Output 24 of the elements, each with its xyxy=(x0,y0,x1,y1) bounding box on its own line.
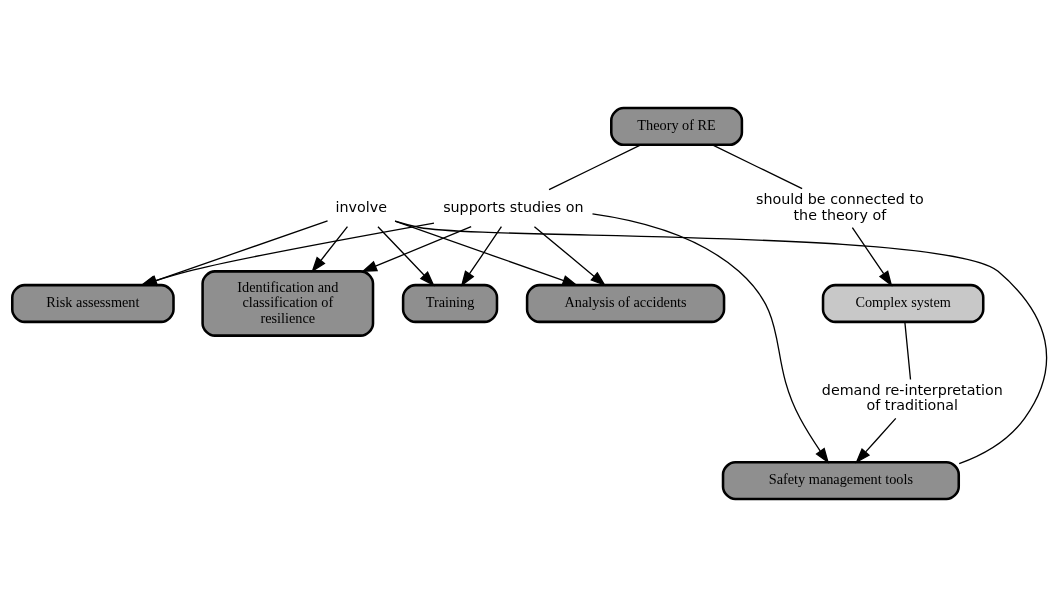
connector xyxy=(904,320,912,380)
connector xyxy=(548,143,642,190)
connector xyxy=(394,220,1048,464)
node-box: Risk assessment xyxy=(11,283,175,323)
node-text: demand re-interpretation of traditional xyxy=(821,381,1003,413)
node-text: involve xyxy=(335,198,387,215)
node-text: supports studies on xyxy=(443,198,584,215)
node-box: Training xyxy=(401,283,499,323)
arrow xyxy=(361,225,472,272)
arrow xyxy=(591,212,830,464)
arrow xyxy=(851,226,893,287)
arrow xyxy=(855,417,897,463)
node-box: Safety management tools xyxy=(721,460,961,500)
arrow xyxy=(533,225,607,286)
arrow xyxy=(311,225,349,273)
connector xyxy=(711,143,803,189)
node-box: Identification and classification of resilience xyxy=(201,269,375,337)
node-box: Theory of RE xyxy=(610,106,744,146)
node-text: should be connected to the theory of xyxy=(756,190,924,223)
node-box: Complex system xyxy=(821,283,985,323)
node-box: Analysis of accidents xyxy=(525,283,726,323)
arrow xyxy=(460,225,503,287)
arrow xyxy=(394,219,579,286)
arrow xyxy=(377,225,435,286)
